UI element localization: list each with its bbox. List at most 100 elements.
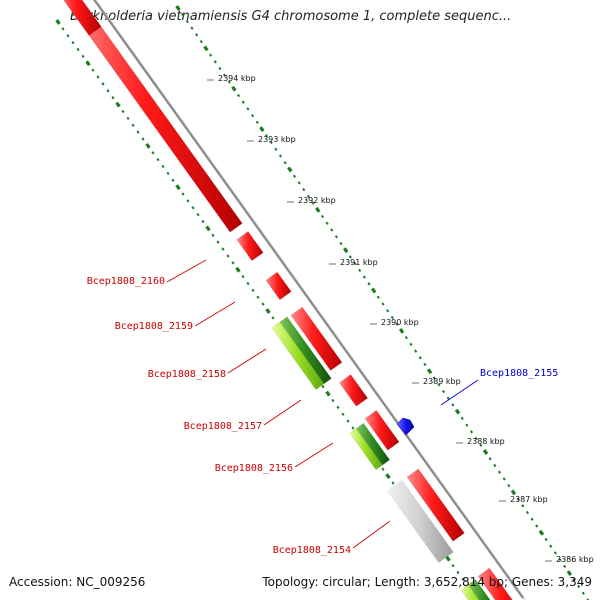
cds-feature-top (63, 0, 102, 36)
gc-dot (156, 157, 160, 162)
gc-dot (161, 164, 165, 169)
gc-dot (241, 274, 245, 279)
gc-dot (325, 221, 329, 225)
gene-label: Bcep1808_2157 (184, 421, 262, 432)
gc-dot (211, 233, 215, 237)
rna-feature-2158-inner (271, 321, 325, 390)
gc-dot (136, 130, 140, 134)
gc-dot (563, 564, 567, 569)
gc-dot (381, 302, 385, 306)
accession-text: Accession: NC_009256 (9, 575, 146, 589)
gc-dot (61, 27, 65, 31)
gc-dot (237, 93, 241, 98)
gc-dot (404, 335, 408, 340)
gc-dot (297, 181, 301, 185)
gc-dot (482, 449, 489, 455)
gc-dot (151, 151, 155, 155)
gene-label-leader (263, 399, 302, 426)
gc-dot (386, 309, 390, 313)
gc-dot (549, 544, 553, 548)
gc-dot (530, 517, 534, 521)
gc-dot (465, 423, 469, 427)
gc-dot (55, 19, 61, 25)
gc-dot (278, 154, 283, 158)
gc-dot (336, 405, 340, 409)
gene-label: Bcep1808_2154 (273, 545, 351, 556)
gc-dot (76, 47, 80, 52)
cds-feature-2153 (477, 567, 513, 600)
scale-tick-label: 2386 kbp (556, 555, 594, 564)
gc-dot (446, 396, 450, 400)
gc-dot (502, 477, 506, 481)
gc-dot (227, 80, 231, 84)
gc-dot (216, 240, 220, 244)
gc-dot (256, 295, 260, 299)
gc-dot (341, 412, 345, 416)
gc-dot (226, 254, 230, 258)
gc-dot (474, 436, 478, 441)
gc-dot (391, 481, 395, 485)
gc-dot (538, 529, 545, 536)
rna-feature-2156-inner (349, 428, 383, 471)
cds-feature-2159 (265, 271, 292, 301)
gc-dot (265, 308, 271, 314)
gene-label: Bcep1808_2158 (148, 369, 226, 380)
cds-feature-2157 (338, 374, 368, 407)
gc-dot (311, 201, 315, 205)
gc-dot (346, 419, 350, 423)
gc-dot (348, 255, 352, 259)
gc-dot (66, 34, 70, 38)
gc-dot (196, 213, 200, 217)
scale-tick-label: 2388 kbp (467, 437, 505, 446)
gc-dot (442, 389, 446, 394)
gc-dot (201, 219, 205, 224)
gene-label: Bcep1808_2156 (215, 463, 293, 474)
scale-tick-label: 2391 kbp (340, 258, 378, 267)
gc-dot (166, 171, 170, 176)
gc-dot (71, 41, 75, 45)
cds-feature-2158 (290, 306, 343, 371)
gc-dot (320, 214, 324, 219)
gc-dot (414, 349, 418, 353)
rna-feature-2152-outer (467, 579, 491, 600)
gc-dot (175, 5, 181, 11)
gc-dot (516, 497, 520, 501)
gene-label: Bcep1808_2159 (115, 321, 193, 332)
pseudo-feature-2154 (387, 480, 454, 563)
gc-dot (251, 288, 255, 292)
gc-dot (339, 241, 343, 246)
gc-dot (488, 457, 492, 461)
gc-dot (525, 510, 529, 515)
gc-dot (451, 563, 455, 568)
gc-dot (185, 19, 189, 24)
gc-dot (521, 504, 525, 508)
gc-dot (331, 398, 335, 403)
gc-dot (141, 137, 145, 141)
gene-label-leader (227, 348, 267, 374)
gc-dot (469, 430, 474, 434)
gc-dot (437, 383, 441, 387)
scale-tick-label: 2389 kbp (423, 377, 461, 386)
gc-dot (321, 385, 325, 389)
gc-dot (426, 368, 433, 375)
gc-dot (223, 73, 227, 77)
gene-label-leader (194, 301, 236, 327)
gc-dot (203, 45, 209, 52)
gc-dot (461, 577, 465, 581)
gc-dot (581, 591, 585, 595)
gc-dot (269, 140, 273, 145)
gc-dot (535, 524, 539, 528)
gc-dot (390, 315, 394, 320)
gene-label-leader (294, 442, 334, 468)
gc-dot (456, 570, 460, 575)
gc-dot (221, 247, 225, 251)
gc-dot (181, 13, 185, 17)
gc-dot (131, 123, 135, 127)
gc-dot (218, 66, 222, 71)
gc-dot (205, 225, 211, 232)
gc-dot (190, 26, 194, 30)
gc-dot (553, 551, 557, 555)
gc-dot (250, 113, 255, 118)
gc-dot (231, 261, 235, 265)
